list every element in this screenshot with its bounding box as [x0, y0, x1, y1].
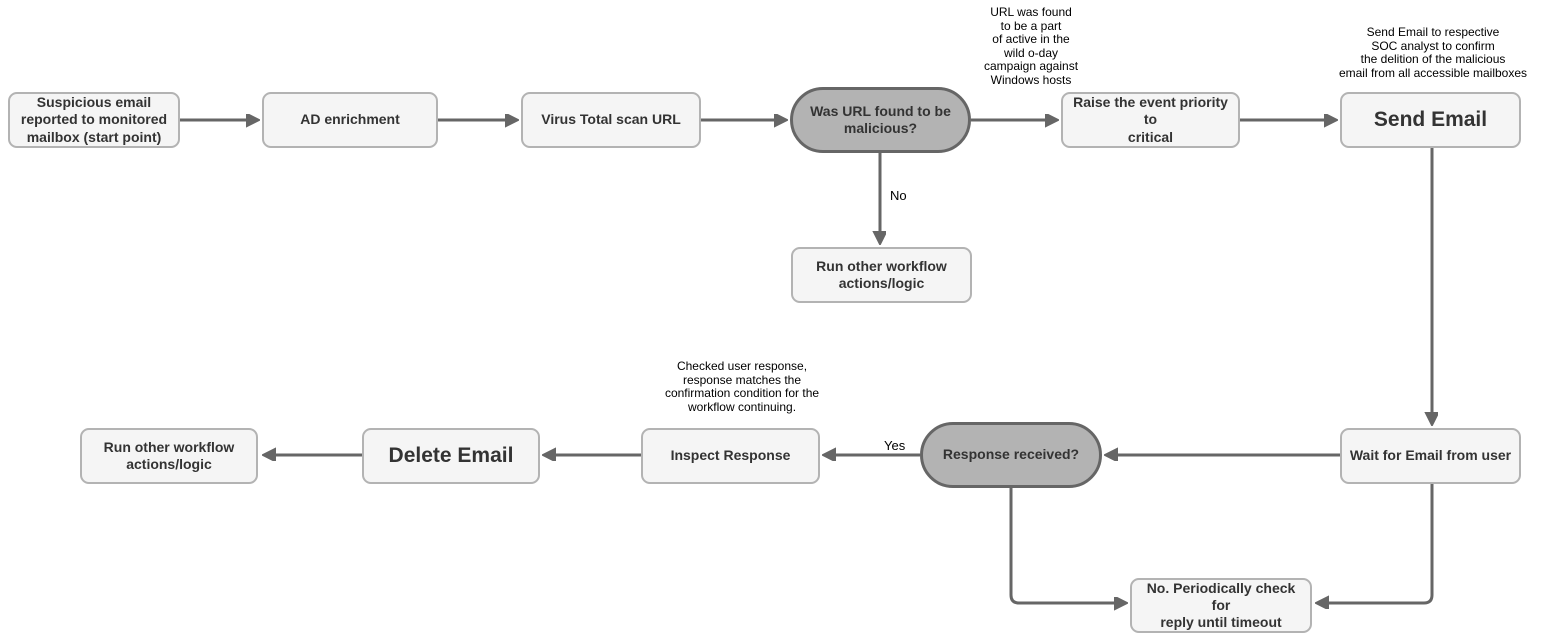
node-run-other-bottom: Run other workflow actions/logic	[80, 428, 258, 484]
edge-response-no-to-periodic	[1009, 488, 1124, 603]
annotation-campaign-note: URL was found to be a part of active in …	[983, 5, 1079, 87]
node-raise-priority: Raise the event priority to critical	[1061, 92, 1240, 148]
node-response-received-decision: Response received?	[920, 422, 1102, 488]
node-inspect-response: Inspect Response	[641, 428, 820, 484]
node-url-malicious-decision: Was URL found to be malicious?	[790, 87, 971, 153]
edge-label-no: No	[888, 188, 909, 203]
edge-wait-to-periodic	[1319, 484, 1434, 603]
node-send-email: Send Email	[1340, 92, 1521, 148]
node-start: Suspicious email reported to monitored m…	[8, 92, 180, 148]
node-wait-for-email: Wait for Email from user	[1340, 428, 1521, 484]
annotation-inspect-note: Checked user response, response matches …	[664, 359, 820, 414]
edge-label-yes: Yes	[882, 438, 908, 453]
node-ad-enrichment: AD enrichment	[262, 92, 438, 148]
annotation-send-email-note: Send Email to respective SOC analyst to …	[1338, 25, 1528, 80]
node-run-other-top: Run other workflow actions/logic	[791, 247, 972, 303]
node-delete-email: Delete Email	[362, 428, 540, 484]
node-virus-total: Virus Total scan URL	[521, 92, 701, 148]
node-periodic-check: No. Periodically check for reply until t…	[1130, 578, 1312, 633]
